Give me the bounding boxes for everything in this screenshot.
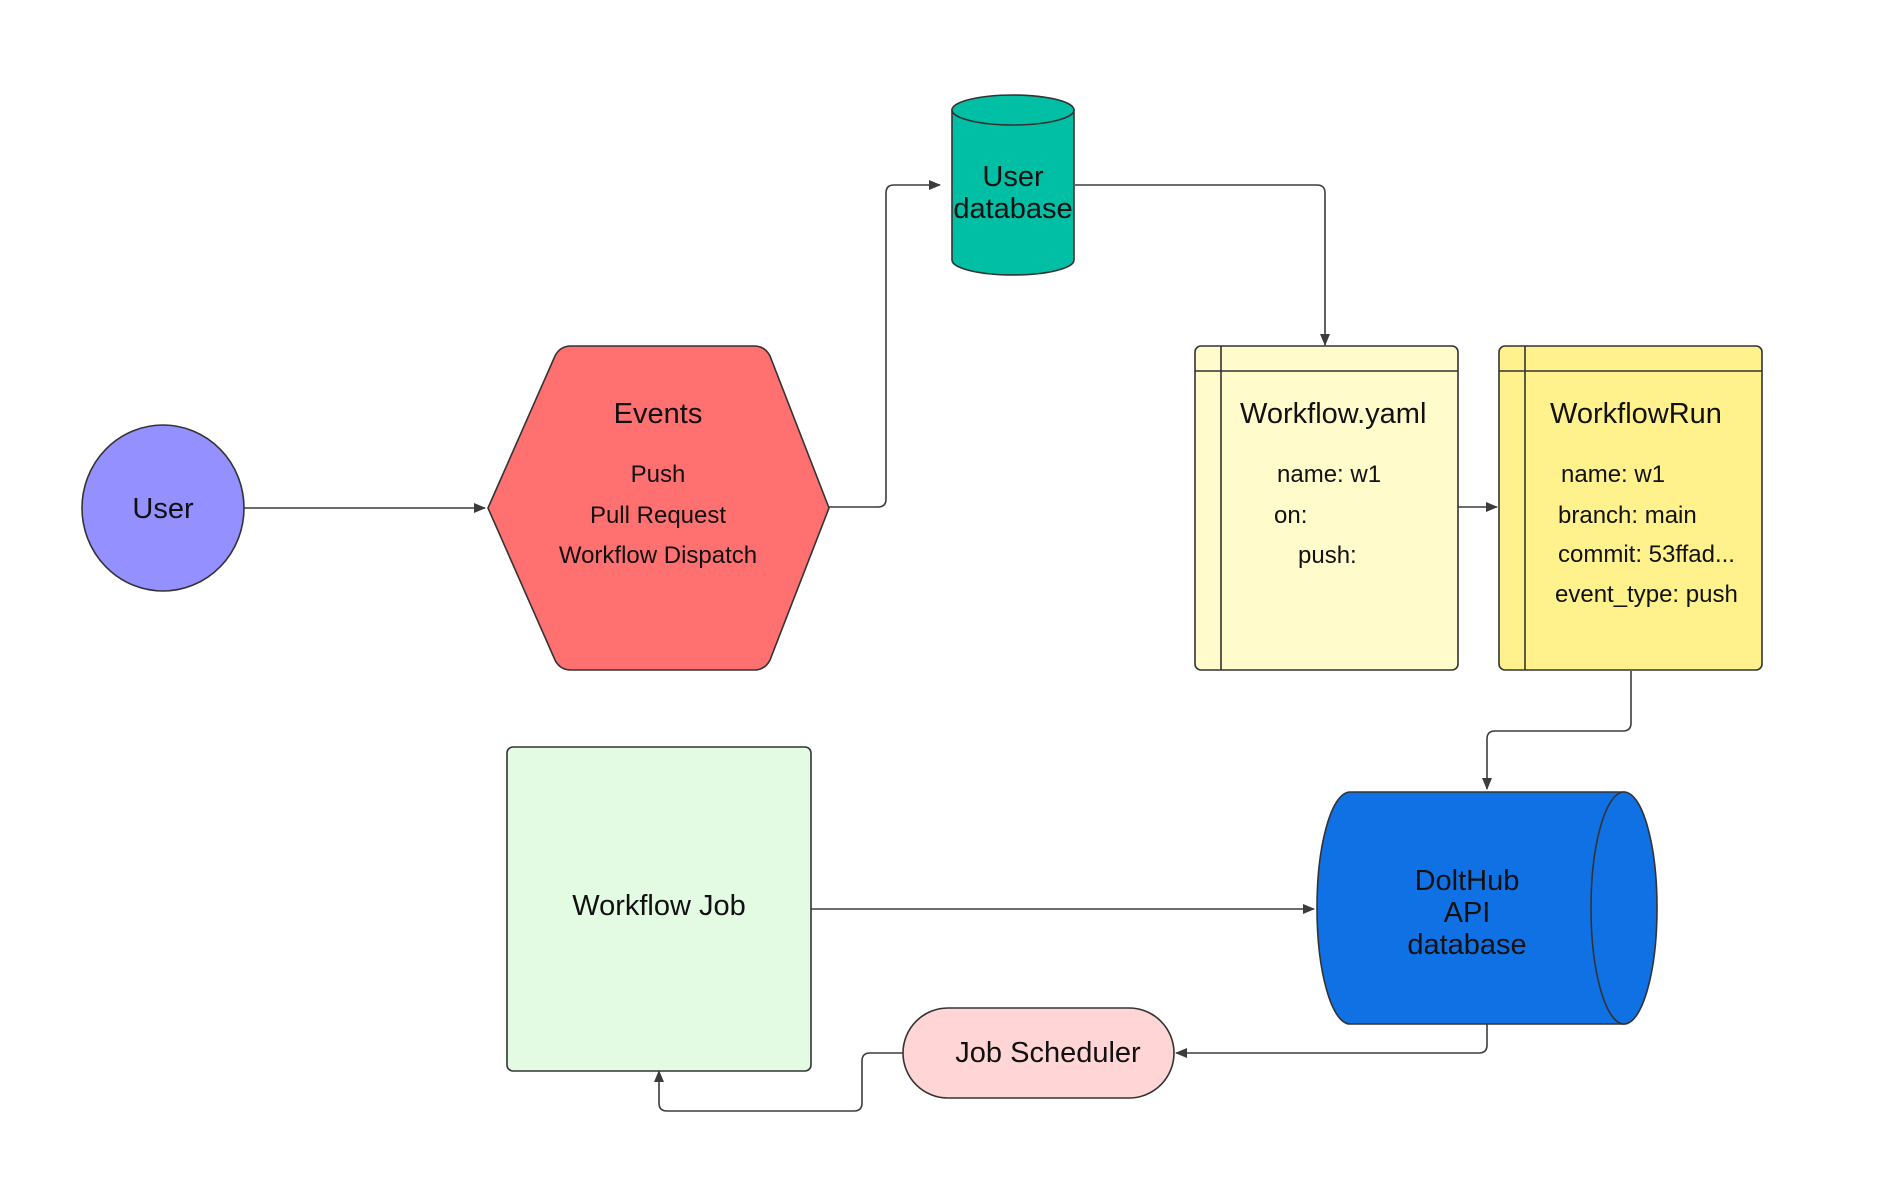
job-scheduler-node: Job Scheduler [902, 1007, 1175, 1099]
workflow-yaml-line-push: push: [1298, 542, 1357, 569]
workflow-job-box [506, 746, 812, 1072]
workflow-run-title: WorkflowRun [1550, 398, 1722, 430]
dolthub-database-label-line2: API [1444, 897, 1491, 929]
workflow-run-line-branch: branch: main [1558, 502, 1697, 529]
dolthub-database-cylinder-end [1590, 791, 1658, 1025]
dolthub-database-node: DoltHub API database [1316, 791, 1658, 1025]
user-database-label-line1: User [982, 161, 1044, 193]
events-item-workflow-dispatch: Workflow Dispatch [559, 542, 757, 569]
workflow-job-label: Workflow Job [572, 890, 746, 922]
workflow-run-node: WorkflowRun name: w1 branch: main commit… [1498, 345, 1763, 671]
user-database-label-line2: database [953, 193, 1072, 225]
workflow-run-line-commit: commit: 53ffad... [1558, 541, 1735, 568]
workflow-yaml-node: Workflow.yaml name: w1 on: push: [1194, 345, 1459, 671]
workflow-yaml-title: Workflow.yaml [1240, 398, 1426, 430]
workflow-run-box [1498, 345, 1763, 671]
events-item-push: Push [631, 461, 686, 488]
user-label: User [132, 493, 194, 525]
dolthub-database-cylinder [1316, 791, 1625, 1025]
dolthub-database-label-line1: DoltHub [1415, 865, 1520, 897]
workflow-run-line-name: name: w1 [1561, 461, 1665, 488]
workflow-run-line-event-type: event_type: push [1555, 581, 1738, 608]
edge-dolthub-database-to-job-scheduler [1175, 1023, 1488, 1058]
edge-events-to-user-database [829, 180, 941, 508]
events-title: Events [614, 398, 703, 430]
user-node: User [81, 424, 245, 592]
workflow-yaml-line-on: on: [1274, 502, 1307, 529]
workflow-job-node: Workflow Job [506, 746, 812, 1072]
edge-user-database-to-workflow-yaml [1075, 184, 1330, 346]
user-database-cylinder-top [951, 94, 1075, 126]
job-scheduler-pill [902, 1007, 1175, 1099]
edge-workflow-run-to-dolthub-database [1482, 671, 1632, 790]
user-circle [81, 424, 245, 592]
user-database-node: User database [951, 94, 1075, 276]
job-scheduler-label: Job Scheduler [955, 1037, 1141, 1069]
events-hexagon [487, 345, 830, 671]
dolthub-database-label-line3: database [1407, 929, 1526, 961]
events-item-pull-request: Pull Request [590, 502, 726, 529]
edge-job-scheduler-to-workflow-job [654, 1052, 903, 1112]
workflow-yaml-line-name: name: w1 [1277, 461, 1381, 488]
workflow-yaml-box [1194, 345, 1459, 671]
user-database-cylinder [951, 109, 1075, 276]
events-node: Events Push Pull Request Workflow Dispat… [487, 345, 830, 671]
